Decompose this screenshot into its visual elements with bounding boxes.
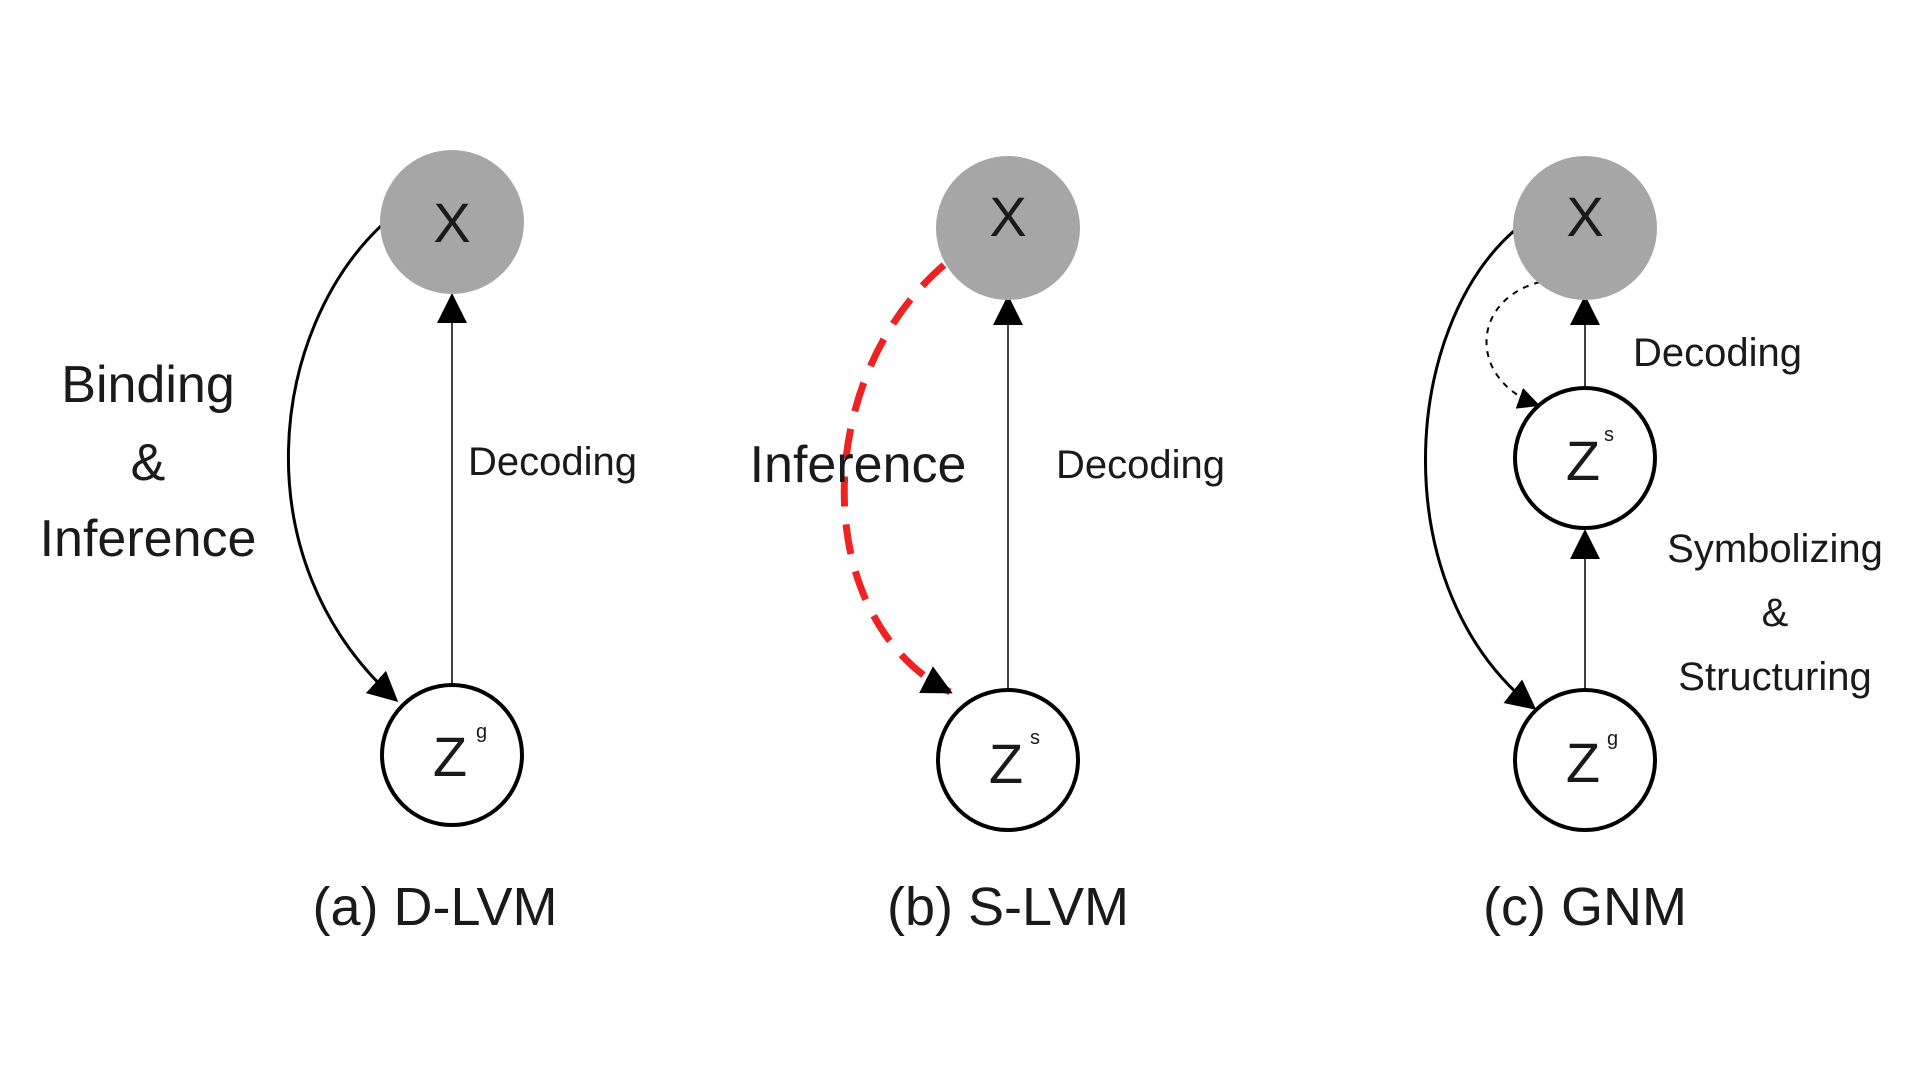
panel-c-label-symbolizing: Symbolizing	[1667, 527, 1883, 571]
panel-b-node-zs	[936, 688, 1080, 832]
panel-c-node-zs	[1513, 386, 1657, 530]
panel-b-label-decoding: Decoding	[1056, 443, 1225, 487]
panel-a-node-x-label: X	[433, 191, 470, 254]
panel-b-node-x	[936, 156, 1080, 300]
panel-c-node-x	[1513, 156, 1657, 300]
panel-a-node-zg	[380, 683, 524, 827]
panel-c-node-zg-sup: g	[1607, 728, 1618, 750]
panel-a-node-x	[380, 150, 524, 294]
panel-c-node-zs-label: Z	[1566, 429, 1600, 492]
panel-b-node-zs-label: Z	[989, 732, 1023, 795]
panel-a-node-zg-label: Z	[433, 725, 467, 788]
panel-a-label-decoding: Decoding	[468, 440, 637, 484]
panel-b-node-x-label: X	[989, 185, 1026, 248]
panel-c-label-amp: &	[1762, 591, 1789, 635]
panel-c-caption: (c) GNM	[1483, 877, 1687, 937]
panel-c-node-zg	[1513, 688, 1657, 832]
panel-c-node-zs-sup: s	[1604, 424, 1614, 446]
panel-a-caption: (a) D-LVM	[312, 877, 557, 937]
panel-a-label-amp: &	[131, 434, 166, 492]
panel-c-node-x-label: X	[1566, 185, 1603, 248]
panel-a-label-inference: Inference	[40, 510, 257, 568]
panel-c-label-decoding: Decoding	[1633, 331, 1802, 375]
panel-c-dashed-inference-edge	[1485, 281, 1541, 409]
panel-a-inference-edge	[286, 223, 399, 703]
panel-b-label-inference: Inference	[750, 436, 967, 494]
panel-a-label-binding: Binding	[61, 356, 234, 414]
panel-a-d-lvm: X Z g Binding & Inference Decoding (a) D…	[40, 150, 637, 937]
panel-c-inference-edge	[1424, 228, 1537, 710]
panel-b-caption: (b) S-LVM	[887, 877, 1129, 937]
panel-b-node-zs-sup: s	[1030, 727, 1040, 749]
panel-b-inference-edge	[840, 262, 953, 696]
panel-c-gnm: X Z s Z g Decoding Symbolizing & Structu…	[1424, 156, 1883, 937]
panel-c-label-structuring: Structuring	[1678, 655, 1871, 699]
panel-a-node-zg-sup: g	[476, 721, 487, 743]
panel-c-node-zg-label: Z	[1566, 731, 1600, 794]
panel-b-s-lvm: X Z s Inference Decoding (b) S-LVM	[750, 156, 1225, 937]
